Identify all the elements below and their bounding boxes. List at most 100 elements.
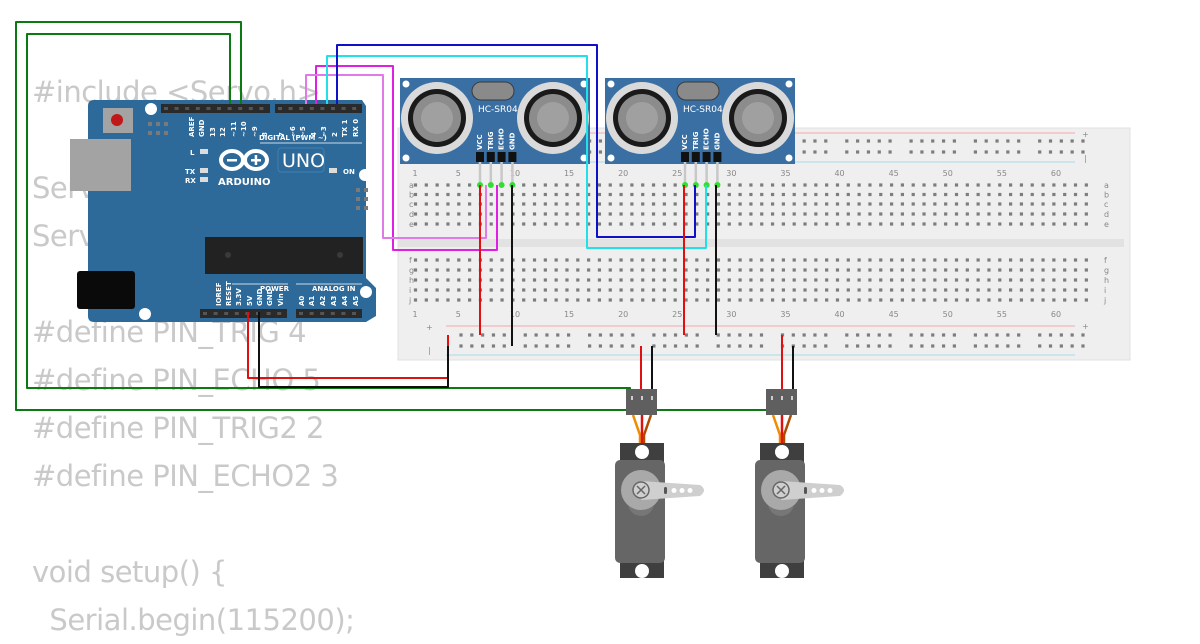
breadboard-hole[interactable] <box>684 212 688 216</box>
rail-hole[interactable] <box>1081 150 1085 154</box>
rail-hole[interactable] <box>684 344 688 348</box>
breadboard-hole[interactable] <box>543 183 547 187</box>
breadboard-hole[interactable] <box>684 192 688 197</box>
rail-hole[interactable] <box>813 139 817 143</box>
breadboard-hole[interactable] <box>597 212 602 216</box>
breadboard-hole[interactable] <box>565 222 569 226</box>
rail-hole[interactable] <box>802 150 806 154</box>
breadboard-hole[interactable] <box>619 202 623 206</box>
breadboard-hole[interactable] <box>1052 288 1056 292</box>
breadboard-hole[interactable] <box>630 288 634 292</box>
rail-hole[interactable] <box>673 344 678 348</box>
breadboard-hole[interactable] <box>597 183 602 187</box>
breadboard-hole[interactable] <box>889 288 894 292</box>
breadboard-hole[interactable] <box>554 258 558 262</box>
breadboard-hole[interactable] <box>532 183 537 187</box>
breadboard-hole[interactable] <box>835 212 840 216</box>
breadboard-hole[interactable] <box>1009 298 1013 302</box>
breadboard-hole[interactable] <box>435 298 439 302</box>
breadboard-hole[interactable] <box>424 268 428 272</box>
breadboard-hole[interactable] <box>965 202 969 206</box>
breadboard-hole[interactable] <box>933 278 937 282</box>
breadboard-hole[interactable] <box>976 222 980 226</box>
breadboard-hole[interactable] <box>792 222 796 226</box>
rail-hole[interactable] <box>1017 139 1021 143</box>
breadboard-hole[interactable] <box>1073 278 1078 282</box>
breadboard-hole[interactable] <box>1063 183 1067 187</box>
breadboard-hole[interactable] <box>900 258 904 262</box>
breadboard-hole[interactable] <box>965 212 969 216</box>
breadboard-hole[interactable] <box>1084 192 1088 197</box>
rail-hole[interactable] <box>920 139 924 143</box>
sensor-pin-header[interactable] <box>681 152 689 162</box>
breadboard-hole[interactable] <box>576 288 580 292</box>
breadboard-hole[interactable] <box>825 202 829 206</box>
rail-hole[interactable] <box>545 333 549 337</box>
servo-motor[interactable] <box>755 389 844 578</box>
breadboard-hole[interactable] <box>684 298 688 302</box>
breadboard-hole[interactable] <box>457 192 461 197</box>
breadboard-hole[interactable] <box>911 298 915 302</box>
header-pin[interactable] <box>320 312 325 315</box>
breadboard-hole[interactable] <box>576 298 580 302</box>
breadboard-hole[interactable] <box>543 288 547 292</box>
rail-hole[interactable] <box>609 333 613 337</box>
breadboard-hole[interactable] <box>954 183 959 187</box>
breadboard-hole[interactable] <box>1084 222 1088 226</box>
breadboard-hole[interactable] <box>976 288 980 292</box>
rail-hole[interactable] <box>1048 150 1053 154</box>
breadboard-hole[interactable] <box>424 258 428 262</box>
breadboard-hole[interactable] <box>749 298 753 302</box>
wire-cyan[interactable] <box>326 55 707 249</box>
breadboard-hole[interactable] <box>435 183 439 187</box>
breadboard-hole[interactable] <box>954 202 959 206</box>
rail-hole[interactable] <box>813 150 817 154</box>
breadboard-hole[interactable] <box>587 222 591 226</box>
breadboard-hole[interactable] <box>749 192 753 197</box>
breadboard-hole[interactable] <box>630 192 634 197</box>
breadboard-hole[interactable] <box>1030 212 1034 216</box>
breadboard-hole[interactable] <box>1041 192 1045 197</box>
breadboard-hole[interactable] <box>814 222 818 226</box>
rail-hole[interactable] <box>1070 344 1074 348</box>
header-pin[interactable] <box>277 312 282 315</box>
breadboard-hole[interactable] <box>781 212 785 216</box>
breadboard-hole[interactable] <box>532 202 537 206</box>
breadboard-hole[interactable] <box>630 258 634 262</box>
breadboard-hole[interactable] <box>922 222 926 226</box>
breadboard-hole[interactable] <box>998 222 1002 226</box>
breadboard-hole[interactable] <box>468 288 472 292</box>
breadboard-hole[interactable] <box>868 183 872 187</box>
breadboard-hole[interactable] <box>922 192 926 197</box>
breadboard-hole[interactable] <box>576 183 580 187</box>
breadboard-hole[interactable] <box>619 183 623 187</box>
breadboard-hole[interactable] <box>792 278 796 282</box>
breadboard-hole[interactable] <box>576 222 580 226</box>
rail-hole[interactable] <box>920 344 924 348</box>
rail-hole[interactable] <box>824 344 828 348</box>
breadboard-hole[interactable] <box>587 212 591 216</box>
header-pin[interactable] <box>238 107 243 110</box>
breadboard-hole[interactable] <box>749 212 753 216</box>
breadboard-hole[interactable] <box>1052 183 1056 187</box>
breadboard-hole[interactable] <box>554 183 558 187</box>
breadboard-hole[interactable] <box>868 298 872 302</box>
breadboard-hole[interactable] <box>608 222 612 226</box>
breadboard-hole[interactable] <box>879 268 883 272</box>
breadboard-hole[interactable] <box>1030 288 1034 292</box>
breadboard-hole[interactable] <box>825 268 829 272</box>
rail-hole[interactable] <box>759 333 764 337</box>
rail-hole[interactable] <box>941 150 946 154</box>
breadboard-hole[interactable] <box>695 202 699 206</box>
breadboard-hole[interactable] <box>1073 258 1078 262</box>
breadboard-hole[interactable] <box>868 212 872 216</box>
breadboard-hole[interactable] <box>435 268 439 272</box>
breadboard-hole[interactable] <box>857 183 861 187</box>
breadboard-hole[interactable] <box>889 268 894 272</box>
breadboard-hole[interactable] <box>413 222 418 226</box>
rail-hole[interactable] <box>631 344 635 348</box>
breadboard-hole[interactable] <box>944 288 948 292</box>
breadboard-hole[interactable] <box>857 258 861 262</box>
breadboard-hole[interactable] <box>716 222 721 226</box>
breadboard-hole[interactable] <box>587 288 591 292</box>
